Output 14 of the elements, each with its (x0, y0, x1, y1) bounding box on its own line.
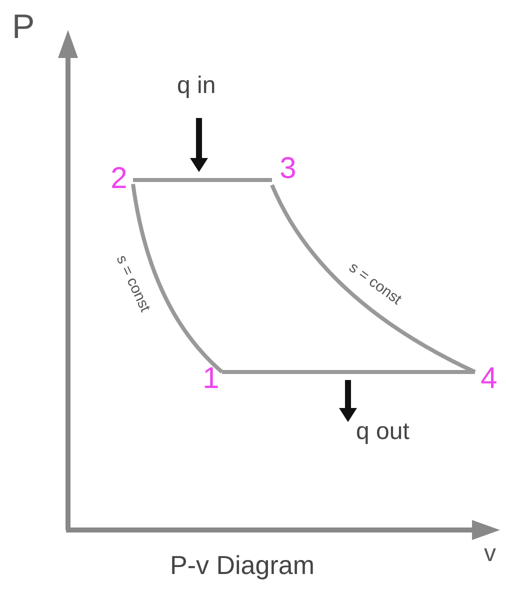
state-point-label: 4 (475, 362, 503, 396)
state-point-label: 2 (105, 162, 133, 196)
state-point-label: 3 (272, 152, 304, 186)
heat-label: q out (356, 418, 410, 446)
axis-label: P (12, 8, 35, 47)
caption: P-v Diagram (170, 550, 314, 581)
process-line (131, 184, 224, 374)
process-line (222, 370, 475, 374)
process-line (133, 178, 272, 182)
process-line (270, 184, 476, 374)
heat-label: q in (177, 72, 216, 100)
edge-label: s = const (112, 252, 154, 314)
state-point-label: 1 (200, 362, 222, 396)
axis-label: v (484, 540, 496, 568)
